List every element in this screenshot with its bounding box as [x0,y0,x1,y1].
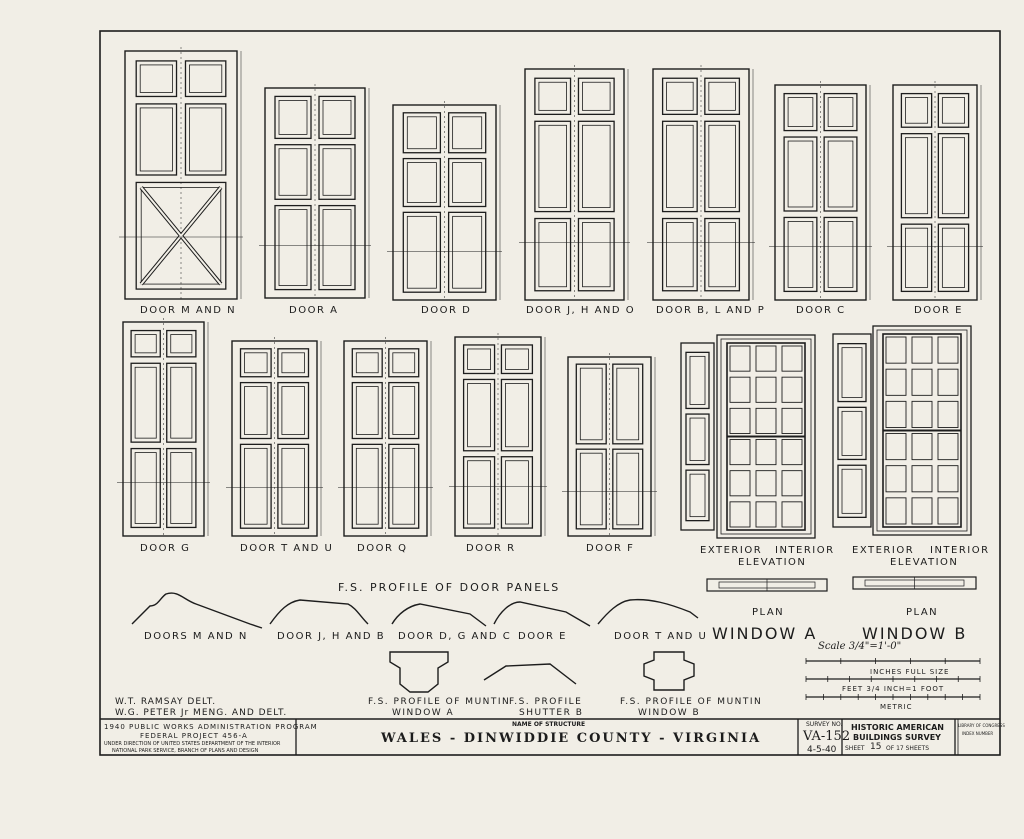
door-label-g: DOOR G [140,543,191,554]
muntin-b-label-2: WINDOW B [638,708,701,718]
door-label-e: DOOR E [914,305,963,316]
window-a-plan-label: PLAN [752,607,785,618]
door-e [887,81,983,301]
sheet-number: 15 [870,742,882,752]
profiles-heading: F.S. PROFILE OF DOOR PANELS [338,581,561,594]
window-a-title: WINDOW A [712,624,818,643]
muntin-a-label-1: F.S. PROFILE OF MUNTIN [368,697,511,707]
profile-label-d-g-c: DOOR D, G AND C [398,631,512,642]
muntin-profile-window-b [643,651,695,691]
profile-door-d-g-c [391,603,487,627]
door-label-q: DOOR Q [357,543,408,554]
scale-inches-label: INCHES FULL SIZE [870,668,950,676]
profile-label-e: DOOR E [518,631,567,642]
scale-feet-label: FEET 3/4 INCH=1 FOOT [842,685,945,693]
scale-bars [805,658,981,700]
wpa-line-2: FEDERAL PROJECT 456-A [140,732,248,740]
window-b-exterior-label: EXTERIOR [852,545,915,556]
sheet-word: SHEET [845,745,865,752]
door-g [117,318,210,537]
window-a-elevation-label: ELEVATION [738,557,807,568]
door-a [259,84,371,299]
door-label-m-n: DOOR M AND N [140,305,237,316]
window-b-title: WINDOW B [862,624,968,643]
door-b-l-and-p [647,65,755,301]
profile-door-t-u [597,598,699,625]
shutter-profile-b [483,663,577,685]
profile-label-m-n: DOORS M AND N [144,631,248,642]
profile-doors-m-n [131,592,263,629]
survey-no-caption: SURVEY NO. [806,721,843,728]
window-a-interior-label: INTERIOR [775,545,835,556]
loc-line-1: LIBRARY OF CONGRESS [958,723,1005,728]
window-b-elevation [832,325,972,536]
sheet-of-total: OF 17 SHEETS [886,745,929,752]
wpa-line-3: UNDER DIRECTION OF UNITED STATES DEPARTM… [104,741,281,747]
window-a-elevation [680,334,816,539]
door-label-f: DOOR F [586,543,635,554]
shutter-b-label-2: SHUTTER B [519,708,584,718]
door-label-t-u: DOOR T AND U [240,543,334,554]
scale-metric-label: METRIC [880,703,913,711]
window-a-plan [706,578,828,592]
drawing-date: 4-5-40 [807,745,837,755]
muntin-a-label-2: WINDOW A [392,708,455,718]
window-b-plan [852,576,977,590]
profile-label-t-u: DOOR T AND U [614,631,708,642]
name-of-structure-caption: NAME OF STRUCTURE [512,721,586,728]
door-r [449,333,547,537]
door-m-and-n [119,47,243,300]
door-label-r: DOOR R [466,543,516,554]
survey-number: VA-152 [803,729,851,744]
door-label-c: DOOR C [796,305,846,316]
wpa-line-4: NATIONAL PARK SERVICE, BRANCH OF PLANS A… [112,748,259,754]
window-b-elevation-label: ELEVATION [890,557,959,568]
habs-line-2: BUILDINGS SURVEY [853,733,941,742]
door-q [338,337,433,537]
delineator-credit-1: W.T. RAMSAY DELT. [115,697,217,707]
profile-label-j-h-b: DOOR J, H AND B [277,631,386,642]
habs-line-1: HISTORIC AMERICAN [851,723,944,732]
muntin-profile-window-a [389,651,449,693]
window-a-exterior-label: EXTERIOR [700,545,763,556]
door-label-a: DOOR A [289,305,339,316]
door-d [387,101,502,301]
door-f [562,353,657,537]
profile-door-j-h-b [269,599,369,625]
door-label-b-l-p: DOOR B, L AND P [656,305,766,316]
window-b-interior-label: INTERIOR [930,545,990,556]
door-t-and-u [226,337,323,537]
window-b-plan-label: PLAN [906,607,939,618]
structure-name: WALES - DINWIDDIE COUNTY - VIRGINIA [381,731,762,746]
wpa-line-1: 1940 PUBLIC WORKS ADMINISTRATION PROGRAM [104,723,318,731]
door-j-h-and-o [519,65,630,301]
door-c [769,81,872,301]
shutter-b-label-1: F.S. PROFILE [509,697,583,707]
profile-door-e [493,601,591,627]
scale-text: Scale 3/4"=1'-0" [818,641,902,652]
delineator-credit-2: W.G. PETER Jr MENG. AND DELT. [115,708,288,718]
muntin-b-label-1: F.S. PROFILE OF MUNTIN [620,697,763,707]
loc-line-2: INDEX NUMBER [962,731,994,736]
door-label-d: DOOR D [421,305,472,316]
door-label-j-h-o: DOOR J, H AND O [526,305,636,316]
